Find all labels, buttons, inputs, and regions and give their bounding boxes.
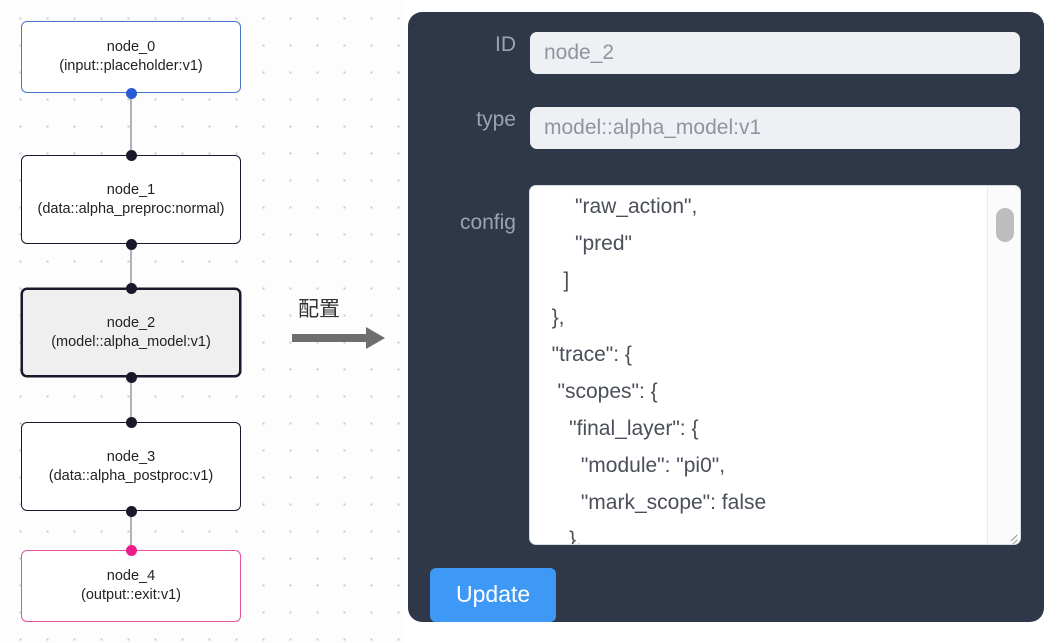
handle-target-node_4[interactable] — [125, 544, 137, 556]
flow-canvas[interactable]: node_0(input::placeholder:v1) node_1(dat… — [0, 0, 404, 643]
edge-node2-node3 — [130, 377, 132, 444]
graph-node-node_2[interactable]: node_2(model::alpha_model:v1) — [21, 288, 241, 377]
handle-source-node_2[interactable] — [125, 371, 137, 383]
handle-source-node_3[interactable] — [125, 505, 137, 517]
node-label: node_2(model::alpha_model:v1) — [51, 314, 211, 350]
edge-node0-node1 — [130, 93, 132, 163]
graph-node-node_0[interactable]: node_0(input::placeholder:v1) — [21, 21, 241, 93]
config-scrollbar[interactable] — [987, 186, 1020, 544]
handle-target-node_2[interactable] — [125, 282, 137, 294]
update-button[interactable]: Update — [430, 568, 557, 622]
handle-target-node_1[interactable] — [125, 149, 137, 161]
graph-node-node_4[interactable]: node_4(output::exit:v1) — [21, 550, 241, 622]
field-row-config: config — [408, 186, 1044, 544]
node-label: node_3(data::alpha_postproc:v1) — [48, 448, 214, 484]
config-textarea-wrapper — [530, 186, 1020, 544]
node-label: node_4(output::exit:v1) — [81, 568, 181, 603]
edge-node1-node2 — [130, 244, 132, 311]
id-field-label: ID — [495, 33, 516, 56]
annotation-arrow-group: 配置 — [290, 296, 400, 358]
handle-target-node_3[interactable] — [125, 416, 137, 428]
handle-source-node_1[interactable] — [125, 238, 137, 250]
type-input[interactable] — [530, 107, 1020, 149]
field-row-type: type — [408, 107, 1044, 149]
field-row-id: ID — [408, 32, 1044, 74]
node-config-panel: ID type config Update — [408, 12, 1044, 622]
id-input[interactable] — [530, 32, 1020, 74]
graph-node-node_1[interactable]: node_1(data::alpha_preproc:normal) — [21, 155, 241, 244]
graph-node-node_3[interactable]: node_3(data::alpha_postproc:v1) — [21, 422, 241, 511]
resize-handle-icon[interactable] — [1002, 526, 1018, 544]
config-scrollbar-thumb[interactable] — [996, 208, 1014, 242]
right-arrow-icon — [290, 327, 400, 349]
handle-source-node_0[interactable] — [125, 87, 137, 99]
config-textarea[interactable] — [530, 186, 985, 544]
node-label: node_1(data::alpha_preproc:normal) — [37, 181, 225, 217]
node-label: node_0(input::placeholder:v1) — [59, 39, 203, 74]
annotation-caption: 配置 — [298, 297, 340, 321]
type-field-label: type — [476, 108, 516, 131]
config-field-label: config — [459, 211, 516, 234]
